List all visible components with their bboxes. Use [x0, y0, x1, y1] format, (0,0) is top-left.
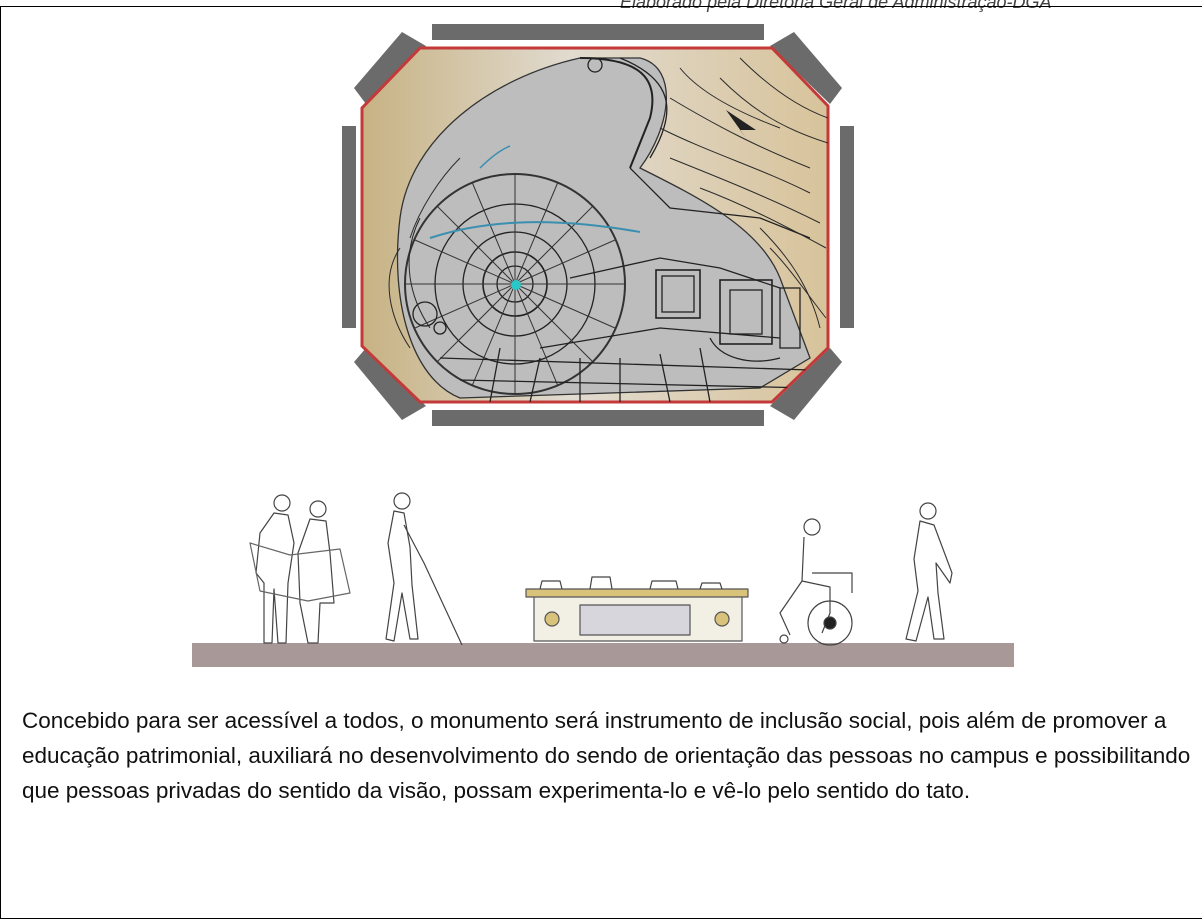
wheelchair-user-icon — [779, 518, 853, 646]
caption-paragraph: Concebido para ser acessível a todos, o … — [22, 708, 1191, 803]
walking-person-icon — [905, 502, 953, 642]
page-frame — [0, 6, 1202, 919]
people-reading-map-icon — [249, 494, 351, 644]
ground-strip — [192, 643, 1014, 667]
elevation-figure — [190, 463, 1018, 673]
monument-model-icon — [525, 576, 749, 642]
north-arrow-icon — [726, 110, 756, 138]
map-frame — [342, 24, 854, 426]
campus-map-figure — [340, 18, 856, 428]
person-with-cane-icon — [385, 492, 463, 646]
